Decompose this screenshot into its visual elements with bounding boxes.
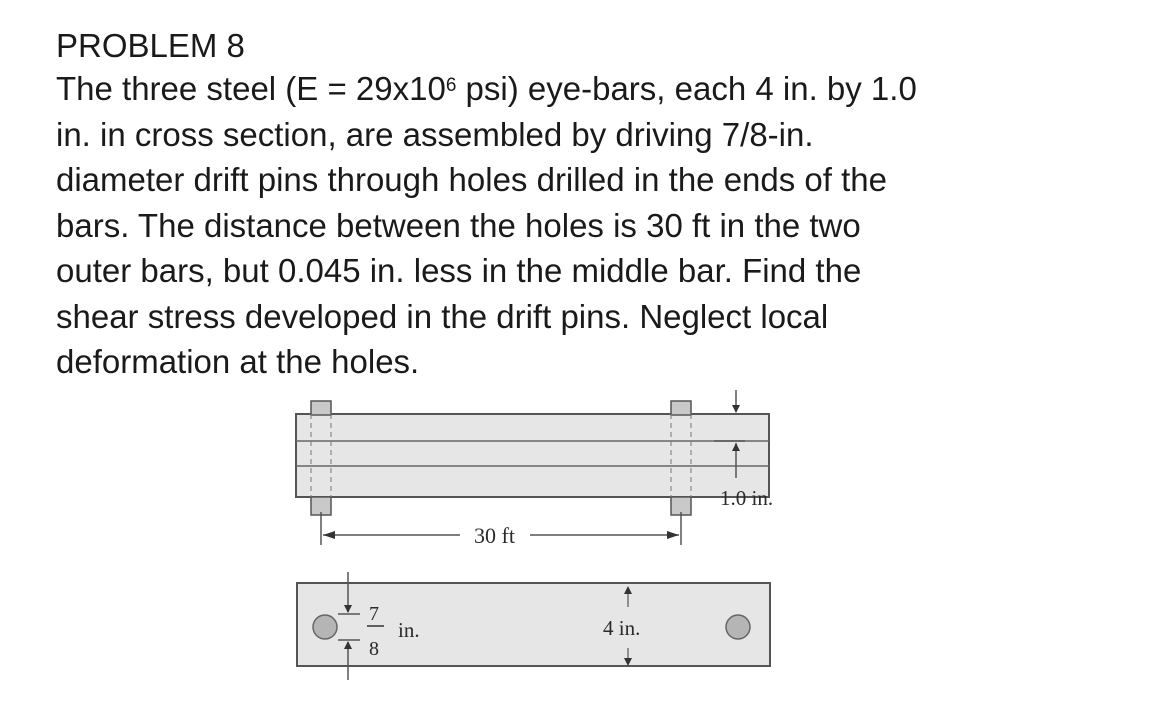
top-view: 7 8 in. 4 in.	[296, 572, 771, 680]
span-label: 30 ft	[474, 523, 515, 548]
side-view: 1.0 in. 30 ft	[295, 390, 773, 548]
svg-text:7: 7	[369, 603, 379, 625]
hole-right	[725, 614, 751, 640]
problem-line-2: in. in cross section, are assembled by d…	[56, 115, 814, 153]
problem-line-7: deformation at the holes.	[56, 343, 420, 380]
problem-line-4: bars. The distance between the holes is …	[56, 206, 861, 244]
problem-line-6: shear stress developed in the drift pins…	[56, 297, 829, 335]
svg-text:in.: in.	[398, 618, 420, 642]
svg-text:8: 8	[369, 638, 379, 660]
problem-line-3: diameter drift pins through holes drille…	[56, 161, 887, 198]
problem-line-1: The three steel (E = 29x106 psi) eye-bar…	[56, 70, 917, 107]
problem-line-5: outer bars, but 0.045 in. less in the mi…	[56, 252, 862, 289]
width-label: 4 in.	[603, 616, 640, 640]
problem-statement: PROBLEM 8 The three steel (E = 29x106 ps…	[56, 26, 1156, 385]
hole-left	[312, 614, 338, 640]
thickness-label: 1.0 in.	[720, 486, 773, 510]
problem-title: PROBLEM 8	[56, 27, 245, 64]
